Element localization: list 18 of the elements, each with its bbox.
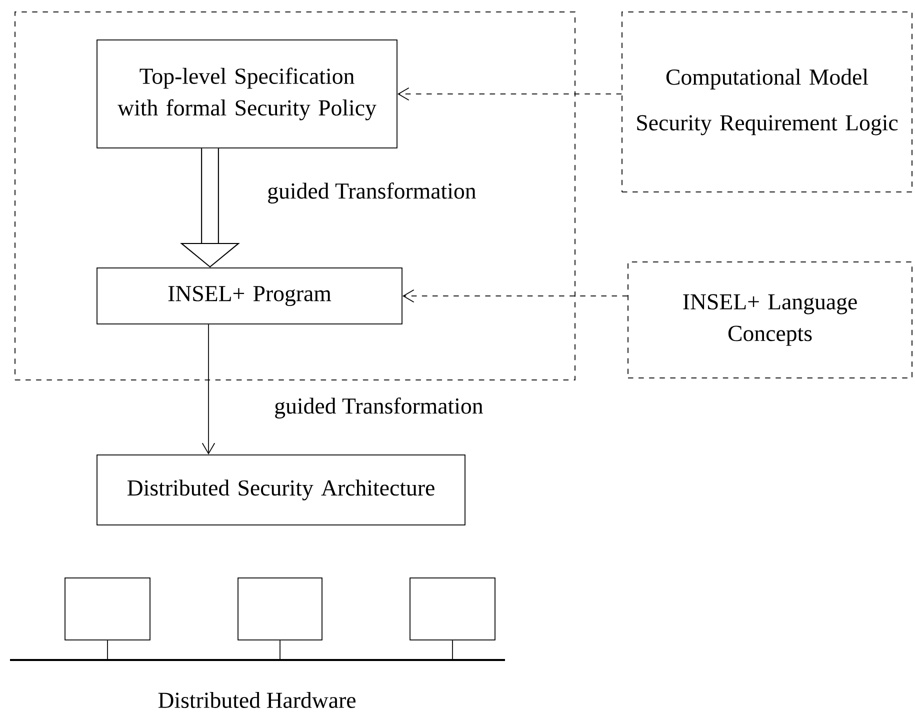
- input-box: Computational Model Security Requirement Logic: [622, 12, 912, 192]
- dashed-arrow: [402, 289, 628, 303]
- bus-line: [10, 658, 505, 661]
- computer-box: [64, 578, 150, 640]
- caption-label: Distributed Hardware: [158, 692, 356, 708]
- dashed-frame: [14, 12, 576, 380]
- process-box: Top-level Specification with formal Security Policy: [96, 40, 398, 148]
- process-box: INSEL+ Program: [96, 268, 402, 324]
- edge-label: guided Transformation: [265, 180, 478, 206]
- connector-line: [107, 640, 108, 660]
- edge-label: guided Transformation: [272, 396, 486, 420]
- input-box: INSEL+ Language Concepts: [628, 262, 912, 378]
- computer-box: [410, 578, 496, 640]
- dashed-arrow: [397, 87, 622, 101]
- arrow: [202, 324, 216, 455]
- connector-line: [452, 640, 453, 660]
- computer-box: [238, 578, 322, 640]
- process-box: Distributed Security Architecture: [96, 454, 466, 526]
